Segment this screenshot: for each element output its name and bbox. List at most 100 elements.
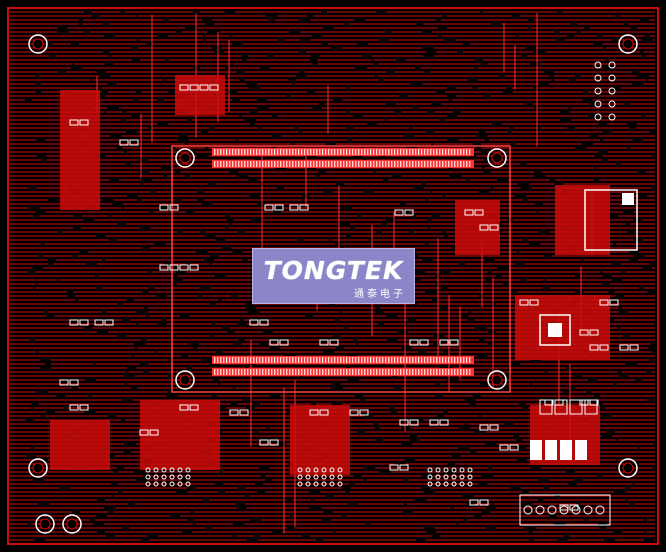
connector-pin (355, 149, 357, 155)
smd-component (269, 439, 279, 446)
smd-component (189, 84, 199, 91)
connector-pin (277, 161, 279, 167)
connector-pin (382, 357, 384, 363)
connector-pin (433, 149, 435, 155)
connector-pin (322, 149, 324, 155)
connector-pin (322, 369, 324, 375)
smd-component (464, 209, 474, 216)
connector-pin (430, 357, 432, 363)
connector-pin (397, 149, 399, 155)
connector-pin (376, 161, 378, 167)
connector-pin (292, 369, 294, 375)
connector-pin (319, 369, 321, 375)
logo-wordmark: TONGTEK (263, 256, 404, 285)
connector-pin-hole (523, 505, 533, 515)
connector-pin (286, 161, 288, 167)
mounting-hole (28, 34, 48, 54)
connector-pin (214, 149, 216, 155)
connector-pin (322, 357, 324, 363)
smd-component (169, 204, 179, 211)
qfn-pad (548, 323, 562, 337)
smd-component (249, 319, 259, 326)
connector-pin (427, 369, 429, 375)
smd-component (474, 209, 484, 216)
connector-pin (424, 161, 426, 167)
connector-pin (412, 369, 414, 375)
connector-pin (313, 357, 315, 363)
connector-pin (313, 161, 315, 167)
smd-component (559, 504, 569, 511)
connector-pin (379, 161, 381, 167)
connector-pin (418, 161, 420, 167)
connector-pin (256, 369, 258, 375)
connector-pin-hole (297, 481, 303, 487)
connector-pin (226, 149, 228, 155)
smd-component (319, 409, 329, 416)
copper-pour (175, 75, 225, 115)
connector-pin (436, 149, 438, 155)
connector-pin (364, 369, 366, 375)
connector-pin (418, 357, 420, 363)
connector-pin (418, 149, 420, 155)
connector-pin (220, 369, 222, 375)
connector-pin-hole (313, 481, 319, 487)
connector-pin (361, 369, 363, 375)
connector-pin-hole (177, 481, 183, 487)
connector-pin (349, 149, 351, 155)
connector-pin (424, 357, 426, 363)
connector-pin (325, 357, 327, 363)
connector-pin (325, 149, 327, 155)
smd-component (599, 344, 609, 351)
smd-component (69, 319, 79, 326)
connector-pin (466, 357, 468, 363)
connector-pin (391, 149, 393, 155)
connector-pin (253, 149, 255, 155)
connector-pin (262, 369, 264, 375)
connector-pin (331, 149, 333, 155)
via-pad (608, 113, 616, 121)
connector-pin (295, 149, 297, 155)
connector-pin-hole (297, 467, 303, 473)
connector-pin (277, 357, 279, 363)
connector-pin (235, 369, 237, 375)
connector-pin (463, 161, 465, 167)
smd-component (79, 119, 89, 126)
connector-pin (265, 149, 267, 155)
connector-pin (301, 161, 303, 167)
smd-component (159, 264, 169, 271)
connector-pin (370, 161, 372, 167)
connector-pin (283, 357, 285, 363)
connector-pin (334, 149, 336, 155)
connector-pin (460, 369, 462, 375)
power-component (554, 399, 568, 415)
connector-pin (460, 149, 462, 155)
connector-pin (379, 369, 381, 375)
smd-component (409, 339, 419, 346)
smd-component (274, 204, 284, 211)
connector-pin-hole (595, 505, 605, 515)
connector-pin-hole (435, 481, 441, 487)
connector-pin (346, 369, 348, 375)
connector-pin (250, 149, 252, 155)
connector-pin (451, 369, 453, 375)
connector-pin (427, 149, 429, 155)
connector-pin (241, 161, 243, 167)
smd-component (139, 429, 149, 436)
connector-pin (262, 357, 264, 363)
connector-pin (304, 369, 306, 375)
connector-pin-hole (185, 474, 191, 480)
connector-pin (406, 161, 408, 167)
connector-pin (355, 161, 357, 167)
connector-pin (430, 369, 432, 375)
connector-pin (442, 149, 444, 155)
connector-pin (340, 357, 342, 363)
connector-pin-hole (459, 474, 465, 480)
connector-pin (295, 161, 297, 167)
connector-pin-hole (145, 467, 151, 473)
connector-pin (337, 149, 339, 155)
smd-component (579, 399, 589, 406)
connector-pin (466, 161, 468, 167)
connector-pin (361, 357, 363, 363)
mounting-hole-drill (32, 38, 44, 50)
